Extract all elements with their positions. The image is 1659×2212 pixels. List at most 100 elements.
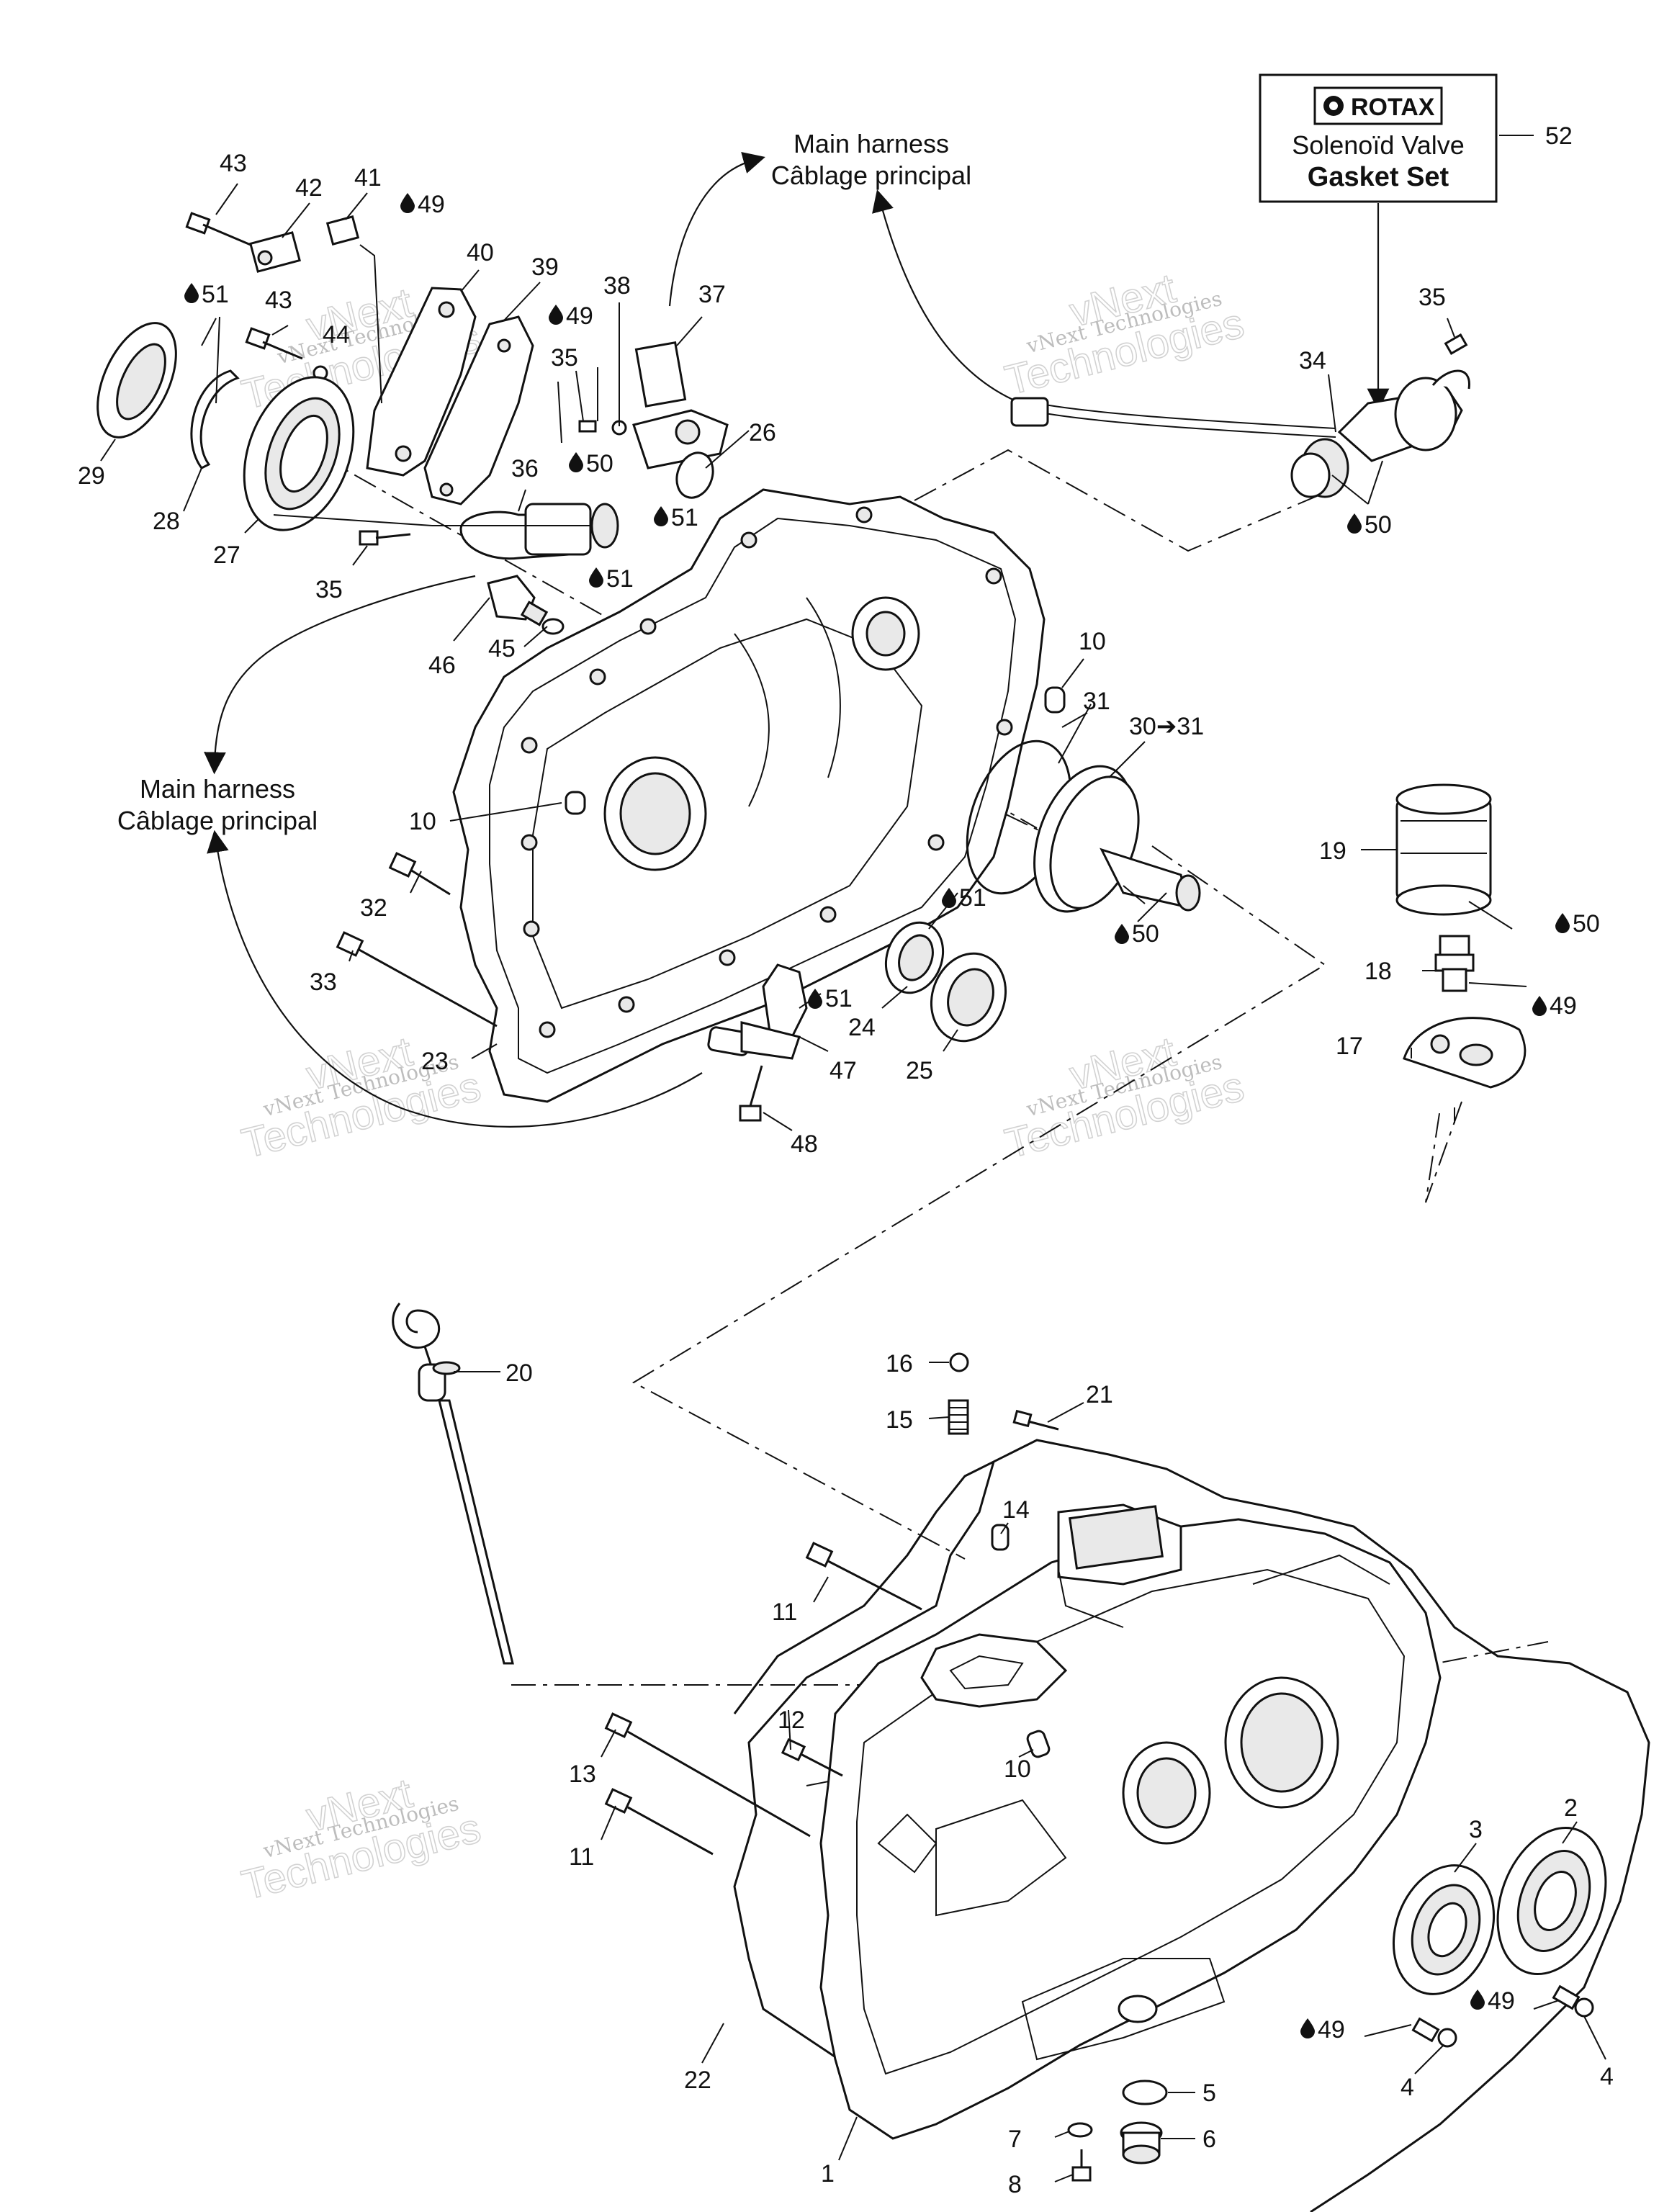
- callout: 32: [360, 894, 387, 922]
- callout: 7: [1008, 2126, 1022, 2153]
- drop-icon: [654, 506, 668, 526]
- harness-label-fr: Câblage principal: [771, 161, 971, 190]
- part-45-washer: [541, 618, 565, 635]
- callout: 20: [505, 1359, 533, 1387]
- callout: 37: [698, 281, 726, 308]
- part-14-dowel: [991, 1524, 1010, 1551]
- callout: 11: [772, 1599, 797, 1626]
- callout: 49: [1488, 1987, 1515, 2015]
- part-28-ring: [190, 369, 240, 469]
- callout: 2: [1564, 1794, 1578, 1822]
- part-10-dowel: [1044, 686, 1066, 714]
- part-17-plate: [1403, 1017, 1527, 1089]
- callout: 3: [1469, 1816, 1483, 1843]
- callout: 28: [153, 508, 180, 535]
- part-2-bearing: [1496, 1826, 1607, 1976]
- rotax-brand: ROTAX: [1351, 94, 1435, 121]
- drop-icon: [400, 193, 415, 213]
- callout: 17: [1336, 1033, 1363, 1060]
- callout: 22: [684, 2067, 711, 2094]
- drop-icon: [1347, 513, 1362, 534]
- drop-icon: [589, 567, 603, 588]
- callout: 25: [906, 1057, 933, 1084]
- callout: 50: [1364, 511, 1392, 539]
- callout: 36: [511, 455, 539, 482]
- kit-box: ROTAX Solenoïd Valve Gasket Set 52: [1259, 73, 1573, 411]
- part-34-solenoid: [1010, 333, 1470, 498]
- part-5-ring: [1122, 2080, 1168, 2105]
- part-20-dipstick: [392, 1303, 514, 1665]
- kit-box-line2: Gasket Set: [1308, 162, 1449, 192]
- callout: 10: [1079, 628, 1106, 655]
- callout: 30➔31: [1129, 713, 1204, 740]
- drop-icon: [1115, 924, 1129, 944]
- callout: 4: [1401, 2074, 1414, 2101]
- callout: 15: [886, 1406, 913, 1434]
- harness-label-en: Main harness: [140, 774, 295, 804]
- callout: 44: [323, 321, 350, 349]
- callout: 24: [848, 1014, 876, 1041]
- callout: 43: [265, 287, 292, 314]
- lower-crankcase: [733, 1439, 1650, 2212]
- part-35-bolt-left: [359, 530, 411, 546]
- callout: 10: [1004, 1755, 1031, 1783]
- callout: 51: [606, 565, 634, 593]
- drop-icon: [1555, 913, 1570, 933]
- callout: 50: [1132, 920, 1159, 948]
- part-48-bolt: [739, 1065, 763, 1122]
- drop-icon: [569, 452, 583, 472]
- callout: 42: [295, 174, 323, 202]
- callout: 1: [821, 2160, 835, 2188]
- callout: 38: [603, 272, 631, 300]
- part-26-seal: [675, 451, 714, 499]
- callout: 34: [1299, 347, 1326, 374]
- callout: 29: [78, 462, 105, 490]
- part-33-long-bolt: [336, 931, 498, 1028]
- part-11-bolt: [805, 1542, 922, 1611]
- callout-numbers: 43 42 41 49 40 39 38 37 51 43 44 49 35 2…: [78, 150, 1614, 2198]
- part-3-bearing: [1392, 1864, 1496, 1995]
- callout: 18: [1364, 958, 1392, 985]
- callout: 45: [488, 635, 516, 662]
- callout: 16: [886, 1350, 913, 1377]
- callout: 5: [1202, 2080, 1216, 2107]
- part-25-bearing: [930, 952, 1007, 1043]
- callout: 50: [586, 450, 613, 477]
- harness-label-en: Main harness: [793, 129, 949, 158]
- leader-lines: [100, 183, 1606, 2182]
- callout: 51: [959, 884, 986, 912]
- part-4-plug: [1411, 2017, 1457, 2048]
- part-15-spring: [948, 1399, 969, 1435]
- callout: 12: [778, 1707, 805, 1734]
- part-30-shaft: [1033, 765, 1201, 913]
- part-47-sensor: [707, 963, 808, 1060]
- callout: 23: [421, 1048, 449, 1075]
- callout: 40: [467, 239, 494, 266]
- part-42: [249, 231, 301, 273]
- part-19-oil-filter: [1395, 783, 1492, 916]
- callout: 4: [1600, 2063, 1614, 2090]
- callout: 19: [1319, 837, 1346, 865]
- drop-icon: [808, 989, 822, 1009]
- callout: 51: [825, 985, 853, 1012]
- part-39-gasket: [423, 315, 534, 505]
- part-43-bolts: [185, 212, 303, 360]
- drop-icon: [1300, 2018, 1315, 2038]
- callout: 35: [1419, 284, 1446, 311]
- callout: 21: [1086, 1381, 1113, 1408]
- harness-label-fr: Câblage principal: [117, 806, 318, 835]
- drop-icon: [549, 305, 563, 325]
- part-8-bolt: [1071, 2149, 1092, 2182]
- part-29-seal: [96, 322, 177, 439]
- callout: 39: [531, 253, 559, 281]
- callout: 26: [749, 419, 776, 446]
- callout: 27: [213, 541, 240, 569]
- kit-box-line1: Solenoïd Valve: [1292, 130, 1465, 160]
- callout: 49: [1550, 992, 1577, 1020]
- part-6-plug: [1120, 2121, 1163, 2164]
- callout: 43: [220, 150, 247, 177]
- harness-label-left: Main harness Câblage principal: [117, 575, 703, 1128]
- callout: 35: [551, 344, 578, 372]
- part-35-bolt: [578, 420, 597, 433]
